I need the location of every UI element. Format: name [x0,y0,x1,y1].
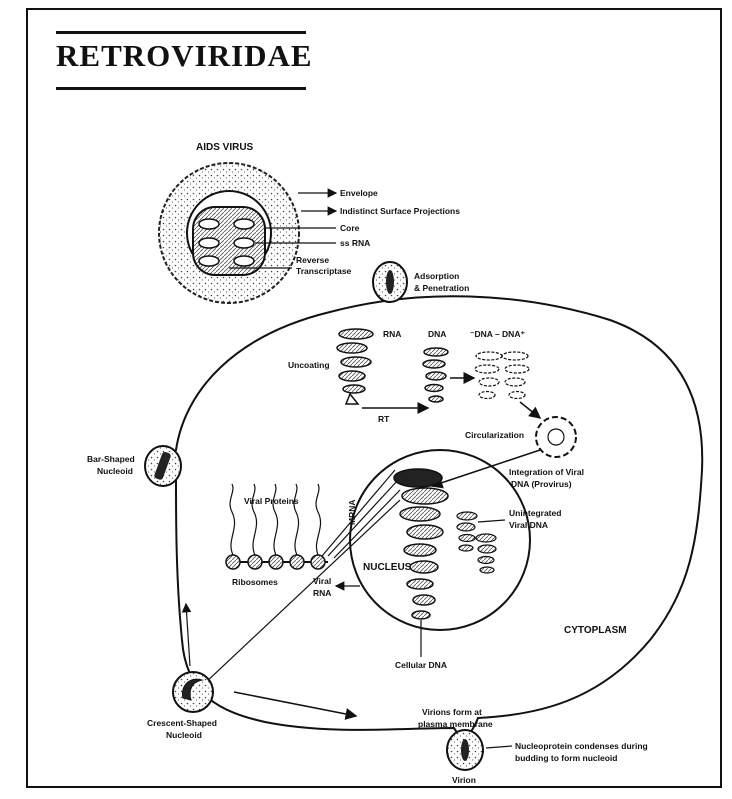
label-adsorption: Adsorption [414,271,459,281]
label-virion: Virion [452,775,476,785]
label-ribosomes: Ribosomes [232,577,278,587]
label-reverse: Reverse [296,255,329,265]
label-integration-2: DNA (Provirus) [511,479,572,489]
label-viral: Viral [313,576,331,586]
label-nucleus: NUCLEUS [363,562,412,573]
label-surface-projections: Indistinct Surface Projections [340,206,460,216]
label-viral-proteins: Viral Proteins [244,496,299,506]
label-dna-dna: ⁻DNA – DNA⁺ [470,329,525,339]
label-cellular-dna: Cellular DNA [395,660,447,670]
label-nucleoprotein-2: budding to form nucleoid [515,753,617,763]
label-virions-form-1: Virions form at [422,707,482,717]
label-bar-shaped: Bar-Shaped [87,454,135,464]
label-nucleoprotein-1: Nucleoprotein condenses during [515,741,648,751]
label-envelope: Envelope [340,188,378,198]
label-crescent-nucleoid: Nucleoid [166,730,202,740]
label-viral-rna: RNA [313,588,331,598]
label-rt: RT [378,414,390,424]
label-aids-virus: AIDS VIRUS [196,142,254,153]
label-unintegrated-1: Unintegrated [509,508,561,518]
label-rna: RNA [383,329,401,339]
label-penetration: & Penetration [414,283,469,293]
label-dna: DNA [428,329,446,339]
label-ss-rna: ss RNA [340,238,370,248]
label-unintegrated-2: Viral DNA [509,520,548,530]
label-virions-form-2: plasma membrane [418,719,493,729]
label-bar-nucleoid: Nucleoid [97,466,133,476]
label-crescent-shaped: Crescent-Shaped [147,718,217,728]
label-mrna: MRNA [347,500,357,526]
label-cytoplasm: CYTOPLASM [564,625,627,636]
label-transcriptase: Transcriptase [296,266,352,276]
label-circularization: Circularization [465,430,524,440]
label-uncoating: Uncoating [288,360,330,370]
label-integration-1: Integration of Viral [509,467,584,477]
label-core: Core [340,223,360,233]
